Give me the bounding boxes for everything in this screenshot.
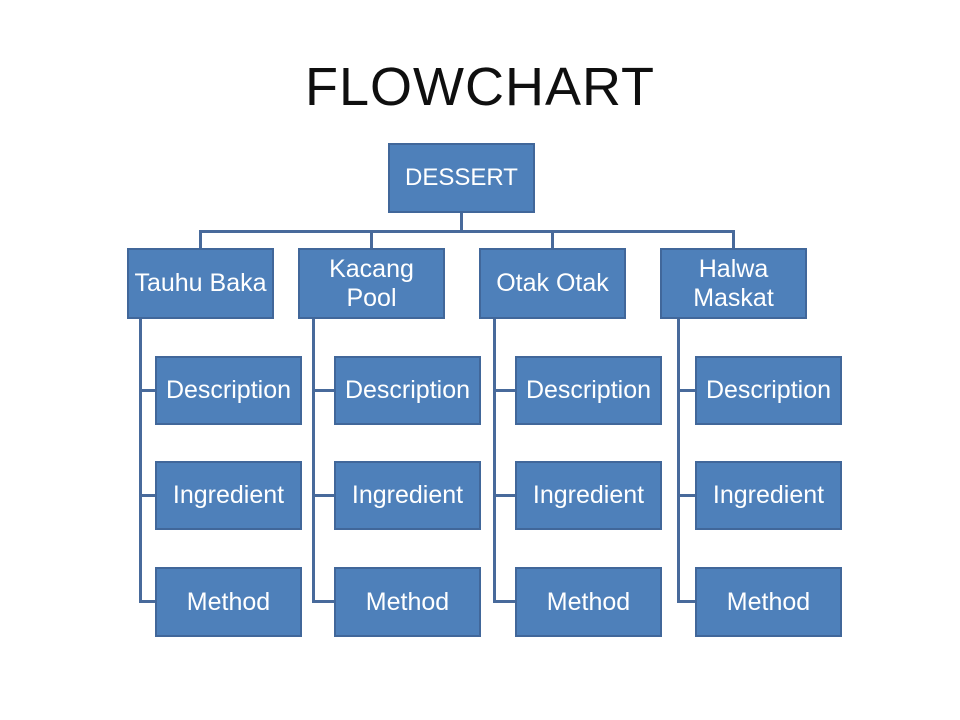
node-kacang-pool-ingredient: Ingredient — [334, 461, 481, 530]
column-2-hang-line — [312, 319, 315, 603]
column-2-tick-method — [312, 600, 334, 603]
node-kacang-pool-description: Description — [334, 356, 481, 425]
node-tauhu-baka-ingredient: Ingredient — [155, 461, 302, 530]
node-otak-otak-method: Method — [515, 567, 662, 637]
connector-drop-2 — [370, 230, 373, 248]
column-3-hang-line — [493, 319, 496, 603]
column-1-tick-ingredient — [139, 494, 155, 497]
connector-drop-1 — [199, 230, 202, 248]
column-4-hang-line — [677, 319, 680, 603]
column-1-tick-description — [139, 389, 155, 392]
column-1-hang-line — [139, 319, 142, 603]
node-otak-otak-ingredient: Ingredient — [515, 461, 662, 530]
column-4-tick-method — [677, 600, 695, 603]
connector-drop-4 — [732, 230, 735, 248]
column-4-tick-description — [677, 389, 695, 392]
node-halwa-maskat-ingredient: Ingredient — [695, 461, 842, 530]
node-kacang-pool: Kacang Pool — [298, 248, 445, 319]
column-3-tick-ingredient — [493, 494, 515, 497]
column-2-tick-ingredient — [312, 494, 334, 497]
node-otak-otak-description: Description — [515, 356, 662, 425]
node-halwa-maskat: Halwa Maskat — [660, 248, 807, 319]
diagram-title: FLOWCHART — [304, 57, 655, 117]
node-kacang-pool-method: Method — [334, 567, 481, 637]
column-3-tick-description — [493, 389, 515, 392]
node-tauhu-baka-description: Description — [155, 356, 302, 425]
node-halwa-maskat-method: Method — [695, 567, 842, 637]
node-tauhu-baka: Tauhu Baka — [127, 248, 274, 319]
node-dessert: DESSERT — [388, 143, 535, 213]
node-tauhu-baka-method: Method — [155, 567, 302, 637]
column-1-tick-method — [139, 600, 155, 603]
column-2-tick-description — [312, 389, 334, 392]
node-otak-otak: Otak Otak — [479, 248, 626, 319]
node-halwa-maskat-description: Description — [695, 356, 842, 425]
connector-drop-3 — [551, 230, 554, 248]
connector-horizontal — [199, 230, 735, 233]
connector-root-stub — [460, 213, 463, 233]
column-3-tick-method — [493, 600, 515, 603]
column-4-tick-ingredient — [677, 494, 695, 497]
